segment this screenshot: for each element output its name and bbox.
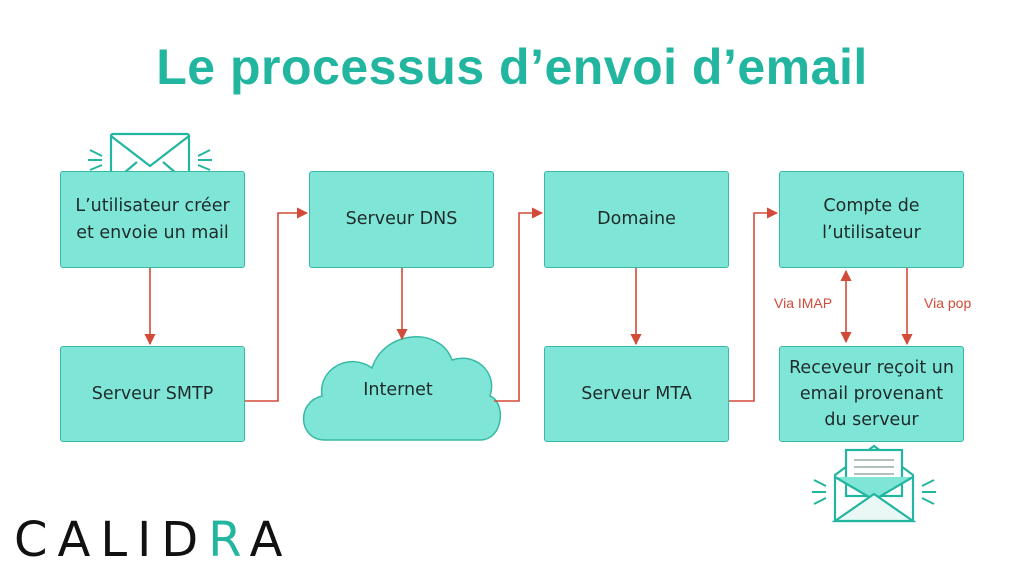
logo-text-end: A [249,512,293,568]
arrow-mta-to-account [729,207,779,402]
node-internet-label: Internet [363,380,433,400]
node-receiver: Receveur reçoit un email provenant du se… [779,346,964,442]
arrow-smtp-to-dns [245,207,309,402]
diagram-title: Le processus d’envoi d’email [156,39,868,95]
node-dns: Serveur DNS [309,171,494,268]
node-mta-label: Serveur MTA [581,383,692,404]
edge-label-pop: Via pop [924,295,972,311]
node-dns-label: Serveur DNS [345,209,458,230]
node-user-send: L’utilisateur créer et envoie un mail [60,171,245,268]
arrow-internet-to-domain [494,207,544,402]
calidra-logo: CALIDRA [14,512,292,568]
node-account: Compte de l’utilisateur [779,171,964,268]
node-user-send-label: L’utilisateur créer et envoie un mail [75,196,230,243]
node-domain: Domaine [544,171,729,268]
node-domain-label: Domaine [597,209,676,230]
logo-text-start: CALID [14,512,209,568]
edge-label-imap: Via IMAP [774,295,833,311]
logo-text-accent: R [208,512,250,568]
node-smtp-label: Serveur SMTP [91,383,214,404]
node-account-label: Compte de l’utilisateur [822,196,921,243]
cloud-shape [302,336,502,441]
node-smtp: Serveur SMTP [60,346,245,442]
node-mta: Serveur MTA [544,346,729,442]
node-receiver-label: Receveur reçoit un email provenant du se… [789,357,954,431]
open-envelope-icon [812,444,936,523]
